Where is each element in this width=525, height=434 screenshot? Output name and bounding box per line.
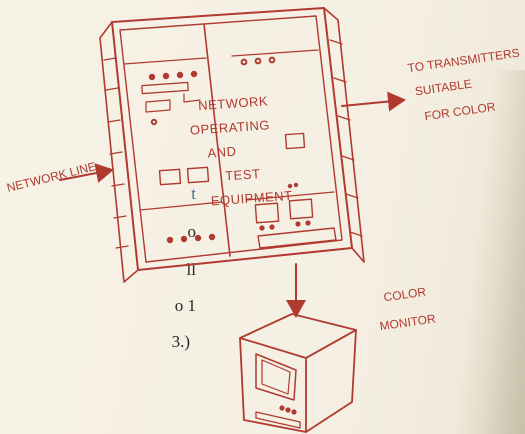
color-monitor [240, 314, 356, 432]
monitor-label-line: COLOR [383, 285, 428, 305]
transmitter-arrow [342, 100, 404, 106]
rack-label-line: AND [207, 144, 237, 161]
rack-label-line: OPERATING [189, 117, 270, 138]
monitor-label: COLOR MONITOR [375, 284, 437, 333]
rack-label: NETWORK OPERATING AND TEST EQUIPMENT [188, 92, 293, 210]
rack-label-line: TEST [225, 166, 261, 183]
transmitter-label-line: SUITABLE [414, 77, 473, 99]
network-line-label: NETWORK LINE [5, 159, 97, 195]
rack-label-line: NETWORK [198, 93, 269, 113]
transmitter-label: TO TRANSMITTERS SUITABLE FOR COLOR [407, 46, 525, 125]
monitor-label-line: MONITOR [379, 311, 437, 333]
transmitter-label-line: TO TRANSMITTERS [407, 46, 521, 76]
transmitter-label-line: FOR COLOR [424, 100, 497, 124]
